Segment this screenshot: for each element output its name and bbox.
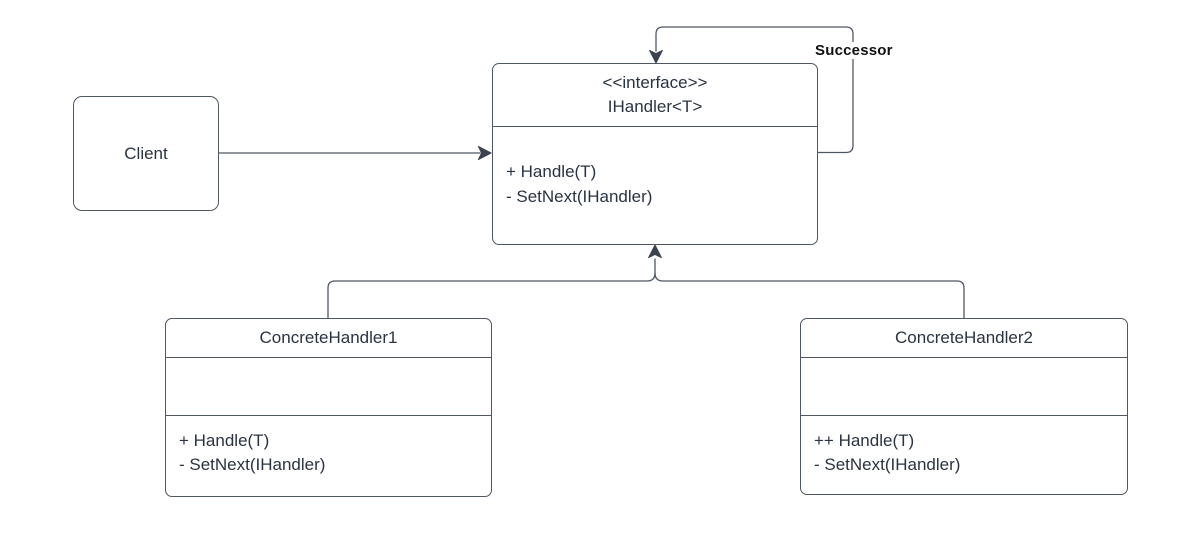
concrete-handler1-methods: + Handle(T) - SetNext(IHandler) — [166, 416, 491, 477]
ihandler-interface-box: <<interface>> IHandler<T> + Handle(T) - … — [492, 63, 818, 245]
handler1-method-handle: + Handle(T) — [179, 431, 270, 450]
handler2-method-handle: ++ Handle(T) — [814, 431, 915, 450]
client-association-arrowhead — [477, 145, 492, 161]
concrete-handler1-name: ConcreteHandler1 — [166, 319, 491, 358]
concrete-handler2-methods: ++ Handle(T) - SetNext(IHandler) — [801, 416, 1127, 477]
client-class-name: Client — [124, 143, 168, 163]
inheritance-arrowhead — [648, 244, 662, 259]
concrete-handler1-box: ConcreteHandler1 + Handle(T) - SetNext(I… — [165, 318, 492, 497]
ihandler-methods: + Handle(T) - SetNext(IHandler) — [493, 127, 817, 209]
concrete-handler1-fields-compartment — [166, 358, 491, 416]
ihandler-method-handle: + Handle(T) — [506, 162, 597, 181]
successor-loop-line — [655, 26, 854, 154]
inheritance-connector — [327, 244, 965, 319]
concrete-handler2-name: ConcreteHandler2 — [801, 319, 1127, 358]
handler1-method-setnext: - SetNext(IHandler) — [179, 455, 326, 474]
successor-label: Successor — [812, 42, 896, 59]
handler2-method-setnext: - SetNext(IHandler) — [814, 455, 961, 474]
ihandler-header: <<interface>> IHandler<T> — [493, 64, 817, 127]
ihandler-stereotype: <<interface>> — [602, 73, 708, 92]
client-association — [218, 145, 492, 161]
inheritance-line-right — [654, 272, 965, 319]
successor-loop-arrowhead — [649, 49, 663, 64]
client-class-box: Client — [73, 96, 219, 211]
ihandler-method-setnext: - SetNext(IHandler) — [506, 187, 653, 206]
concrete-handler2-box: ConcreteHandler2 ++ Handle(T) - SetNext(… — [800, 318, 1128, 495]
inheritance-line-left — [327, 258, 656, 319]
concrete-handler2-fields-compartment — [801, 358, 1127, 416]
ihandler-name: IHandler<T> — [607, 97, 703, 116]
successor-self-loop — [649, 26, 854, 154]
